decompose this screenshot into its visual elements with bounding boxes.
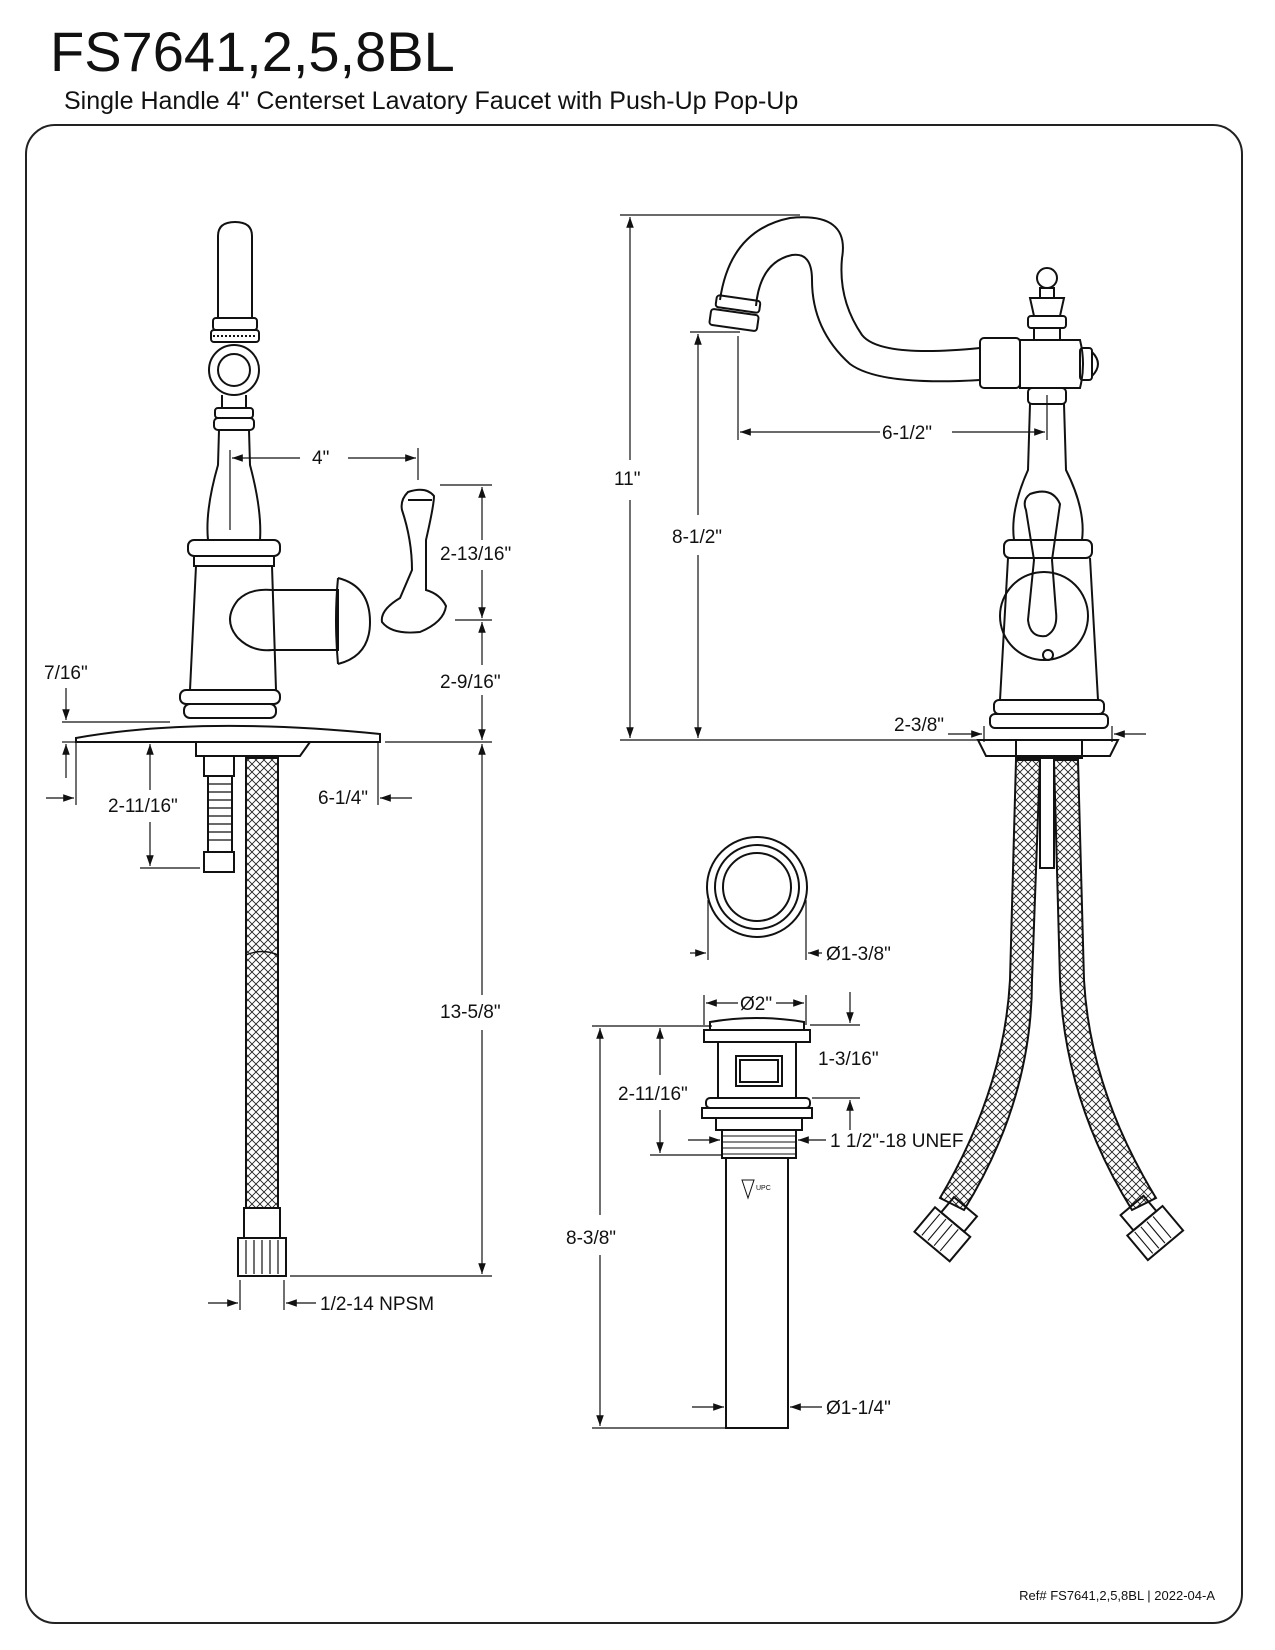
dim-hose-length: 13-5/8" (440, 1002, 501, 1023)
model-number: FS7641,2,5,8BL (50, 20, 455, 83)
dim-drain-thread: 1 1/2"-18 UNEF (830, 1131, 963, 1152)
product-subtitle: Single Handle 4" Centerset Lavatory Fauc… (64, 87, 799, 115)
dim-drain-flange-height: 1-3/16" (818, 1049, 879, 1070)
dim-total-height: 11" (614, 469, 640, 490)
reference-number: Ref# FS7641,2,5,8BL | 2022-04-A (1019, 1588, 1215, 1603)
svg-text:UPC: UPC (756, 1185, 771, 1192)
front-view-dimension-lines (46, 448, 492, 1310)
side-view-dimension-lines (620, 214, 1146, 742)
drain-dimension-lines (592, 900, 860, 1429)
side-view-faucet (708, 216, 1185, 1263)
dim-hose-connection: 1/2-14 NPSM (320, 1294, 434, 1315)
dim-drain-body-height: 2-11/16" (618, 1084, 688, 1105)
dim-drain-cap-dia: Ø1-3/8" (826, 944, 891, 965)
dim-drain-total-length: 8-3/8" (566, 1228, 616, 1249)
dim-base-width: 2-3/8" (894, 715, 944, 736)
front-view-faucet (75, 220, 448, 1277)
dim-handle-lower: 2-9/16" (440, 672, 501, 693)
dim-spread: 4" (312, 448, 329, 469)
drain-assembly: UPC (701, 836, 813, 1429)
dim-spout-height: 8-1/2" (672, 527, 722, 548)
dim-spout-reach: 6-1/2" (882, 423, 932, 444)
dim-shank-length: 2-11/16" (108, 796, 178, 817)
dim-plate-thickness: 7/16" (44, 663, 88, 684)
dim-tailpiece-dia: Ø1-1/4" (826, 1398, 891, 1419)
drawing-frame (25, 124, 1243, 1624)
dim-handle-upper: 2-13/16" (440, 544, 511, 565)
dim-plate-width: 6-1/4" (318, 788, 368, 809)
dim-drain-flange-dia: Ø2" (740, 994, 772, 1015)
